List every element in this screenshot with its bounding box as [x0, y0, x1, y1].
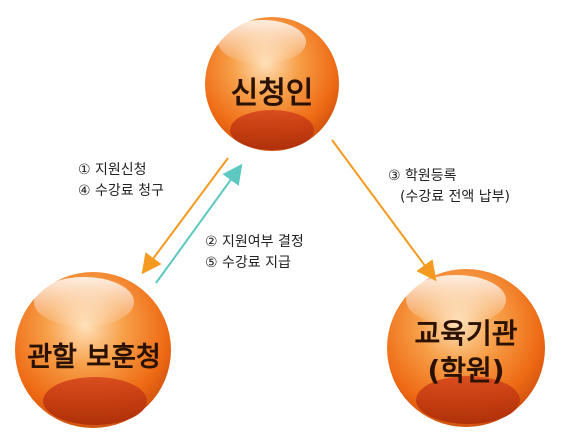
authority-highlight [34, 277, 134, 327]
node-authority: 관할 보훈청 [15, 272, 171, 428]
edge-label-applicant-to-institution: ③ 학원등록 (수강료 전액 납부) [388, 166, 510, 208]
institution-shadow [416, 376, 520, 424]
authority-label: 관할 보훈청 [27, 342, 161, 373]
edge-label-line: (수강료 전액 납부) [400, 189, 510, 205]
node-institution: 교육기관 (학원) [387, 269, 545, 427]
institution-label-line2: (학원) [427, 354, 504, 387]
edge-label-authority-to-applicant: ② 지원여부 결정 ⑤ 수강료 지급 [205, 232, 304, 274]
edge-label-line: ④ 수강료 청구 [78, 183, 164, 199]
edge-label-applicant-to-authority: ① 지원신청 ④ 수강료 청구 [78, 160, 164, 202]
edge-label-line: ③ 학원등록 [388, 168, 457, 184]
arrow-applicant-to-institution [331, 139, 437, 282]
applicant-highlight [218, 20, 306, 64]
edge-label-line: ② 지원여부 결정 [205, 234, 304, 250]
institution-label-line1: 교육기관 [414, 317, 517, 350]
institution-highlight [406, 275, 506, 325]
arrow-authority-to-applicant [155, 163, 243, 284]
arrow-applicant-to-authority [141, 157, 229, 275]
authority-shadow [43, 377, 147, 425]
edge-label-line: ① 지원신청 [78, 162, 147, 178]
edge-label-line: ⑤ 수강료 지급 [205, 255, 291, 271]
applicant-label: 신청인 [231, 76, 314, 111]
node-applicant: 신청인 [205, 17, 339, 151]
applicant-shadow [230, 110, 314, 150]
